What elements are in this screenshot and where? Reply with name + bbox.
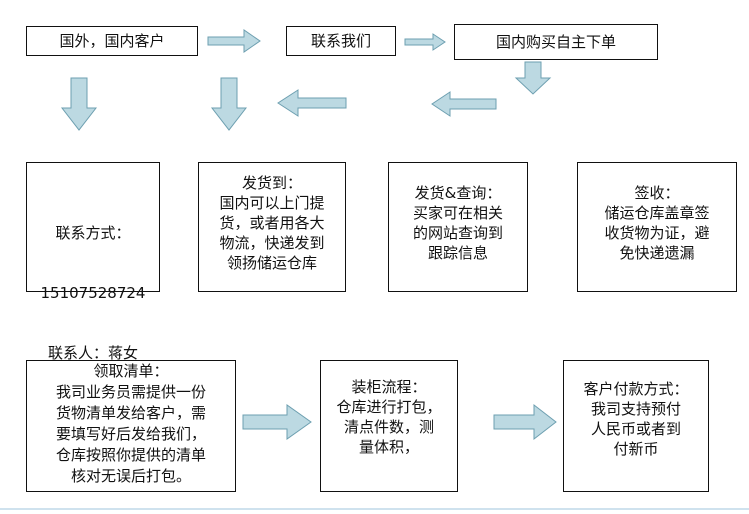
shipping-box: 发货到： 国内可以上门提 货，或者用各大 物流，快递发到 领扬储运仓库 <box>198 162 346 292</box>
left-arrow-icon <box>431 91 497 117</box>
receipt-box: 签收： 储运仓库盖章签 收货物为证，避 免快递遗漏 <box>577 162 737 292</box>
tracking-box: 发货&查询： 买家可在相关 的网站查询到 跟踪信息 <box>388 162 528 292</box>
right-arrow-icon <box>404 33 446 51</box>
down-arrow-icon <box>60 77 98 131</box>
contact-title: 联系方式： <box>55 224 131 242</box>
domestic-self-order-box: 国内购买自主下单 <box>454 24 658 60</box>
contact-phone: 15107528724 <box>40 284 146 302</box>
payment-method-box: 客户付款方式： 我司支持预付 人民币或者到 付新币 <box>563 360 709 492</box>
contact-info-box: 联系方式： 15107528724 联系人：蒋女 士 <box>26 162 160 382</box>
right-arrow-icon <box>207 29 261 53</box>
cropped-header <box>250 0 510 2</box>
overseas-domestic-customer-box: 国外，国内客户 <box>26 26 198 56</box>
left-arrow-icon <box>277 89 347 117</box>
down-arrow-icon <box>210 77 248 131</box>
contact-us-box: 联系我们 <box>286 26 396 56</box>
container-loading-box: 装柜流程： 仓库进行打包， 清点件数，测 量体积， <box>320 360 458 492</box>
right-arrow-icon <box>493 403 557 441</box>
right-arrow-icon <box>242 404 312 440</box>
down-arrow-icon <box>514 61 552 95</box>
bottom-divider <box>0 508 749 510</box>
packing-list-box: 领取清单： 我司业务员需提供一份 货物清单发给客户，需 要填写好后发给我们， 仓… <box>26 360 236 492</box>
